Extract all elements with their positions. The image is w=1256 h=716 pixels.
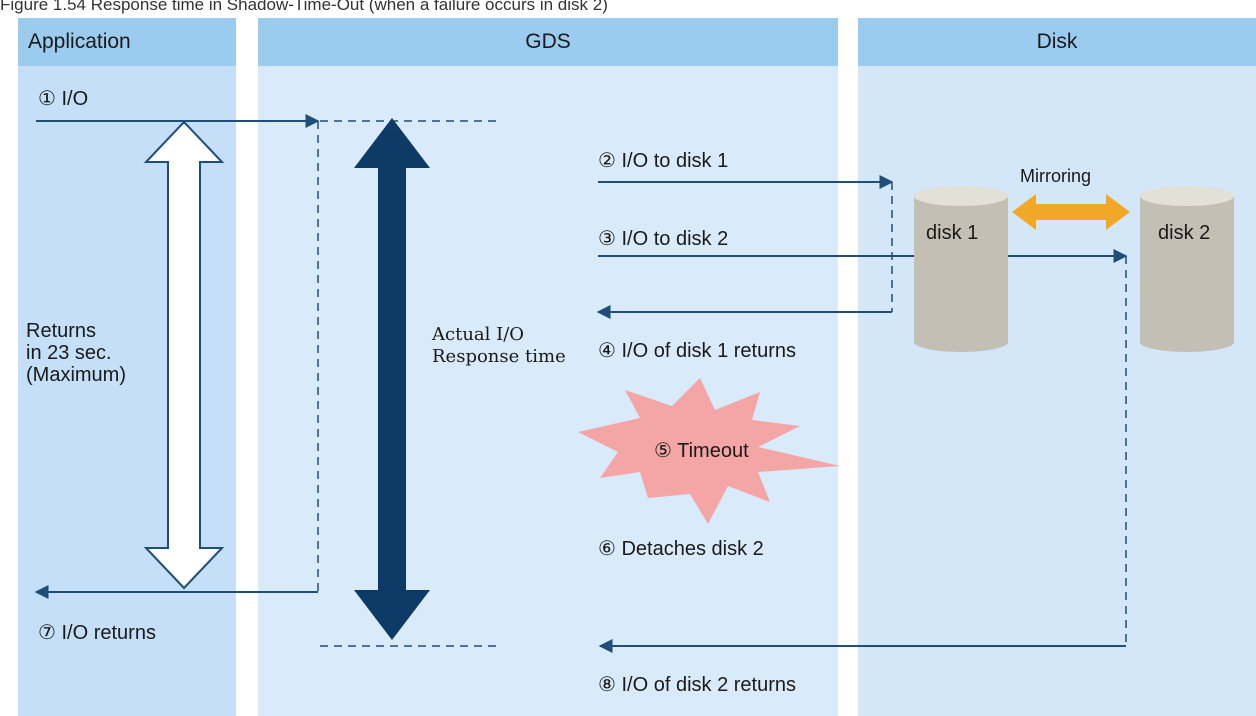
disk-header-label: Disk	[1036, 30, 1078, 53]
mirroring-arrow	[1012, 194, 1130, 230]
step8-label: ⑧ I/O of disk 2 returns	[598, 674, 796, 696]
returns-max-label: Returns in 23 sec. (Maximum)	[26, 320, 126, 386]
step6-label: ⑥ Detaches disk 2	[598, 538, 764, 560]
disk-header: Disk	[858, 18, 1256, 66]
gds-header: GDS	[258, 18, 838, 66]
step2-label: ② I/O to disk 1	[598, 150, 729, 172]
disk1-cylinder	[914, 186, 1008, 352]
step3-label: ③ I/O to disk 2	[598, 228, 729, 250]
mirroring-label: Mirroring	[1020, 166, 1092, 186]
disk2-label: disk 2	[1158, 222, 1211, 244]
disk2-cylinder	[1140, 186, 1234, 352]
application-header: Application	[18, 18, 236, 66]
actual-response-arrow	[354, 118, 430, 640]
step1-label: ① I/O	[38, 88, 89, 110]
timeout-burst	[578, 378, 840, 524]
gds-header-label: GDS	[525, 30, 571, 53]
gds-lane	[258, 18, 838, 716]
step7-label: ⑦ I/O returns	[38, 622, 156, 644]
returns-max-arrow	[143, 120, 225, 590]
disk-lane	[858, 18, 1256, 716]
disk1-label: disk 1	[926, 222, 979, 244]
figure-caption: Figure 1.54 Response time in Shadow-Time…	[0, 0, 608, 14]
step5-label: ⑤ Timeout	[654, 440, 749, 462]
step4-label: ④ I/O of disk 1 returns	[598, 340, 796, 362]
actual-response-label: Actual I/O Response time	[432, 324, 566, 367]
application-header-label: Application	[28, 30, 131, 53]
